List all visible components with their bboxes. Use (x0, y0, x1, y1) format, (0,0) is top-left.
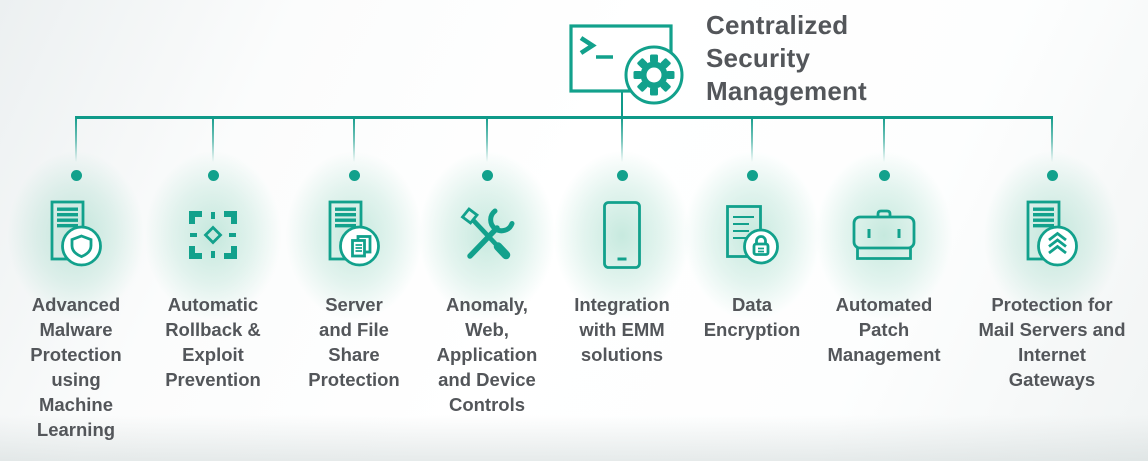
node-dot (616, 170, 628, 181)
connector-horizontal-line (76, 116, 1053, 119)
feature-label: Automated Patch Management (827, 294, 941, 365)
tools-icon (456, 196, 518, 274)
server-shield-icon (49, 196, 103, 274)
node-dot (878, 170, 890, 181)
feature-label: Protection for Mail Servers and Internet… (978, 294, 1126, 390)
page-title: Centralized Security Management (706, 10, 867, 106)
node-dot (348, 170, 360, 181)
feature-column: Server and File Share Protection (279, 196, 429, 392)
document-lock-icon (725, 196, 779, 274)
connector-drop (750, 116, 754, 162)
connector-drop (882, 116, 886, 162)
node-dot (1046, 170, 1058, 181)
feature-label: Server and File Share Protection (308, 294, 400, 390)
node-dot (70, 170, 82, 181)
connector-stem (620, 89, 623, 117)
feature-column: Automatic Rollback & Exploit Prevention (138, 196, 288, 392)
feature-column: Anomaly, Web, Application and Device Con… (412, 196, 562, 417)
connector-drop (74, 116, 78, 162)
connector-drop (620, 116, 624, 162)
feature-label: Advanced Malware Protection using Machin… (30, 294, 122, 440)
feature-column: Advanced Malware Protection using Machin… (1, 196, 151, 442)
feature-label: Anomaly, Web, Application and Device Con… (436, 294, 538, 415)
feature-column: Data Encryption (677, 196, 827, 342)
terminal-gear-icon (563, 18, 688, 113)
briefcase-icon (852, 196, 916, 274)
connector-drop (1050, 116, 1054, 162)
feature-label: Data Encryption (703, 294, 801, 340)
server-file-share-icon (327, 196, 381, 274)
feature-label: Automatic Rollback & Exploit Prevention (165, 294, 261, 390)
server-upgrade-icon (1025, 196, 1079, 274)
node-dot (207, 170, 219, 181)
feature-column: Integration with EMM solutions (547, 196, 697, 367)
node-dot (481, 170, 493, 181)
mobile-device-icon (601, 196, 643, 274)
feature-label: Integration with EMM solutions (574, 294, 670, 365)
connector-drop (485, 116, 489, 162)
connector-drop (211, 116, 215, 162)
feature-column: Automated Patch Management (809, 196, 959, 367)
node-dot (746, 170, 758, 181)
exploit-prevention-icon (186, 196, 240, 274)
feature-column: Protection for Mail Servers and Internet… (967, 196, 1137, 392)
connector-drop (352, 116, 356, 162)
